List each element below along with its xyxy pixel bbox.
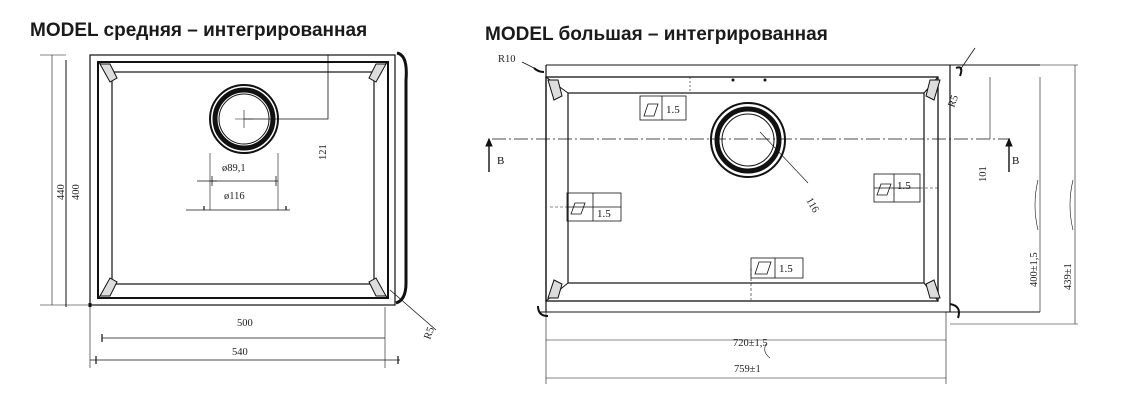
left-outer-outline — [89, 54, 396, 306]
right-dim-inner-width: 720±1,5 — [733, 338, 768, 349]
right-section-label-right: B — [1012, 155, 1019, 167]
left-dim-drain-inner: ø89,1 — [222, 163, 246, 174]
right-drain-ring — [714, 106, 782, 174]
left-dim-drain-offset: 121 — [318, 144, 329, 160]
right-flatness-left: 1.5 — [597, 208, 611, 220]
left-bowl-outer — [97, 61, 389, 299]
right-flatness-right: 1.5 — [897, 180, 911, 192]
left-dim-outer-height: 440 — [56, 184, 67, 200]
right-dim-corner-top-left: R10 — [498, 54, 516, 65]
right-drawing-title: MODEL большая – интегрированная — [485, 24, 828, 45]
right-dim-outer-width: 759±1 — [734, 364, 761, 375]
right-dim-drain-offset: 101 — [978, 166, 989, 182]
right-bowl-outer — [545, 76, 939, 302]
left-dim-inner-height: 400 — [71, 184, 82, 200]
left-dim-corner-radius: R5 — [422, 326, 437, 341]
right-sink-drawing — [485, 47, 1078, 384]
left-dim-outer-width: 540 — [232, 347, 248, 358]
right-bowl-inner — [567, 92, 925, 284]
left-dim-inner-width: 500 — [237, 318, 253, 329]
left-drawing-title: MODEL средняя – интегрированная — [30, 20, 368, 41]
right-dim-inner-height: 400±1,5 — [1029, 252, 1040, 287]
right-dim-drain-diameter: 116 — [803, 196, 820, 215]
right-section-label-left: B — [497, 155, 504, 167]
right-flatness-frame-bottom — [750, 257, 804, 279]
right-drain-outer — [710, 102, 786, 178]
right-flatness-frame-top — [639, 95, 687, 121]
right-flatness-top: 1.5 — [666, 104, 680, 116]
right-dim-corner-top-right: R5 — [946, 94, 961, 109]
left-sink-drawing — [40, 51, 437, 368]
left-dim-drain-outer: ø116 — [224, 191, 245, 202]
left-bowl-inner — [111, 71, 375, 285]
right-flatness-bottom: 1.5 — [779, 263, 793, 275]
right-dim-outer-height: 439±1 — [1063, 263, 1074, 290]
